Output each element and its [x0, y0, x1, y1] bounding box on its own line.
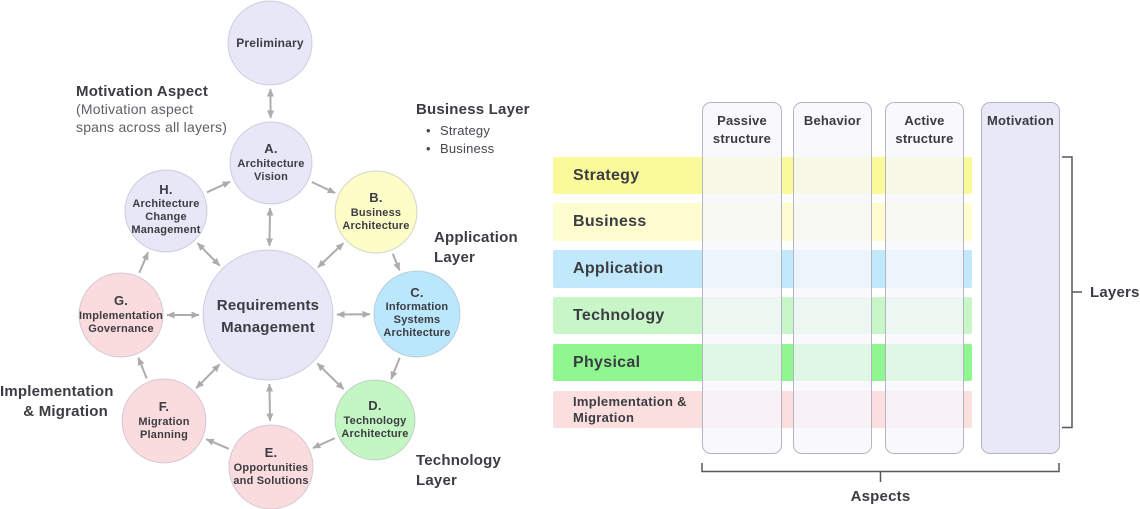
adm-node-migration-planning [121, 378, 207, 464]
adm-node-label-implementation-governance-line3: Governance [88, 323, 154, 335]
layer-row-label: Technology [573, 306, 665, 324]
adm-node-label-architecture-change-management-line3: Change [145, 211, 187, 223]
layer-row-label: Physical [573, 353, 641, 371]
adm-node-label-architecture-vision-line1: A. [264, 141, 277, 156]
motivation-aspect-label: Motivation Aspect (Motivation aspect spa… [76, 83, 227, 136]
technology-layer-line1: Technology [416, 452, 502, 469]
implementation-migration-line1: Implementation [0, 383, 114, 400]
adm-node-opportunities-and-solutions [228, 424, 314, 509]
adm-node-label-information-systems-architecture-line4: Architecture [383, 327, 450, 339]
business-layer-bullet-strategy: •Strategy [426, 123, 491, 138]
technology-layer-label: Technology Layer [416, 451, 501, 491]
layer-row-label: Strategy [573, 166, 640, 184]
adm-node-label-opportunities-and-solutions-line3: and Solutions [233, 475, 308, 487]
adm-node-label-technology-architecture-line3: Architecture [341, 428, 408, 440]
aspect-column-active-structure: Active structure [885, 102, 964, 454]
arrow-migration-planning-to-implementation-governance [137, 357, 148, 379]
adm-node-label-migration-planning-line3: Planning [140, 429, 188, 441]
adm-node-label-architecture-vision-line3: Vision [254, 171, 288, 183]
motivation-aspect-note-line1: (Motivation aspect [76, 101, 194, 117]
arrow-requirements-management-to-architecture-change-management [196, 242, 221, 267]
layer-row-label: Application [573, 260, 664, 277]
application-layer-label: Application Layer [434, 228, 518, 268]
implementation-migration-line2: & Migration [23, 403, 108, 420]
adm-node-requirements-management [202, 249, 334, 381]
aspects-bracket-label: Aspects [850, 488, 911, 505]
adm-node-information-systems-architecture [373, 270, 461, 358]
business-layer-label: Business Layer •Strategy •Business [416, 101, 530, 158]
application-layer-line2: Layer [434, 249, 476, 266]
adm-node-technology-architecture [334, 379, 416, 461]
adm-node-label-requirements-management-line2: Management [221, 319, 315, 336]
adm-node-label-business-architecture-line3: Architecture [342, 220, 409, 232]
adm-node-label-opportunities-and-solutions-line1: E. [265, 445, 278, 460]
adm-node-label-architecture-change-management-line2: Architecture [132, 198, 199, 210]
arrow-requirements-management-to-architecture-vision [266, 207, 274, 247]
implementation-migration-label: Implementation & Migration [0, 382, 114, 422]
business-layer-title: Business Layer [416, 101, 530, 118]
aspects-bracket [701, 463, 1060, 482]
adm-node-implementation-governance [78, 272, 164, 358]
aspect-column-label: Active structure [895, 113, 954, 146]
adm-node-architecture-vision [229, 121, 313, 205]
arrow-technology-architecture-to-opportunities-and-solutions [312, 437, 336, 450]
arrow-requirements-management-to-technology-architecture [316, 362, 345, 390]
business-layer-bullet-business: •Business [426, 141, 495, 156]
adm-node-label-requirements-management-line1: Requirements [217, 297, 319, 314]
adm-cycle-diagram: PreliminaryA.ArchitectureVisionB.Busines… [78, 0, 461, 509]
arrow-requirements-management-to-migration-planning [195, 363, 221, 389]
adm-node-label-implementation-governance-line1: G. [114, 293, 128, 308]
aspect-column-passive-structure: Passive structure [702, 102, 782, 454]
arrow-business-architecture-to-information-systems-architecture [391, 253, 401, 271]
adm-node-label-business-architecture-line2: Business [351, 207, 402, 219]
arrow-requirements-management-to-opportunities-and-solutions [266, 383, 274, 422]
adm-node-label-information-systems-architecture-line1: C. [410, 285, 423, 300]
adm-node-label-technology-architecture-line1: D. [368, 398, 381, 413]
aspect-column-label: Behavior [803, 113, 862, 128]
layer-row-label: Implementation & Migration [573, 393, 687, 425]
adm-node-business-architecture [334, 170, 418, 254]
aspect-column-label: Motivation [987, 113, 1054, 128]
technology-layer-line2: Layer [416, 472, 458, 489]
arrow-opportunities-and-solutions-to-migration-planning [205, 438, 230, 450]
adm-node-label-information-systems-architecture-line2: Information [386, 301, 449, 313]
bullet-icon: • [426, 123, 431, 138]
adm-node-label-migration-planning-line1: F. [159, 399, 170, 414]
adm-node-label-opportunities-and-solutions-line2: Opportunities [234, 462, 309, 474]
layers-bracket-label: Layers [1090, 284, 1140, 301]
arrow-requirements-management-to-business-architecture [317, 242, 345, 269]
adm-node-label-architecture-change-management-line1: H. [159, 182, 172, 197]
motivation-aspect-note-line2: spans across all layers) [76, 119, 228, 135]
arrow-information-systems-architecture-to-technology-architecture [390, 357, 401, 380]
adm-node-label-business-architecture-line1: B. [369, 190, 382, 205]
bullet-icon: • [426, 141, 431, 156]
arrow-implementation-governance-to-architecture-change-management [138, 251, 150, 274]
adm-node-label-architecture-vision-line2: Architecture [237, 158, 304, 170]
adm-node-label-information-systems-architecture-line3: Systems [394, 314, 441, 326]
aspect-column-behavior: Behavior [793, 102, 872, 454]
arrow-architecture-vision-to-business-architecture [311, 181, 336, 194]
aspect-column-motivation: Motivation [981, 102, 1060, 454]
adm-node-label-architecture-change-management-line4: Management [131, 224, 200, 236]
adm-node-label-implementation-governance-line2: Implementation [79, 310, 163, 322]
arrow-architecture-change-management-to-architecture-vision [206, 180, 231, 194]
adm-node-label-migration-planning-line2: Migration [138, 416, 189, 428]
motivation-aspect-title: Motivation Aspect [76, 83, 209, 100]
adm-node-preliminary [227, 0, 313, 86]
adm-node-label-preliminary-line1: Preliminary [236, 36, 304, 50]
adm-node-label-technology-architecture-line2: Technology [344, 415, 408, 427]
aspect-column-label: Passive structure [712, 113, 772, 146]
layers-bracket [1062, 156, 1082, 429]
application-layer-line1: Application [434, 229, 518, 246]
layer-row-label: Business [573, 213, 647, 230]
adm-node-architecture-change-management [124, 169, 208, 253]
business-layer-bullet-list: •Strategy •Business [416, 122, 530, 158]
